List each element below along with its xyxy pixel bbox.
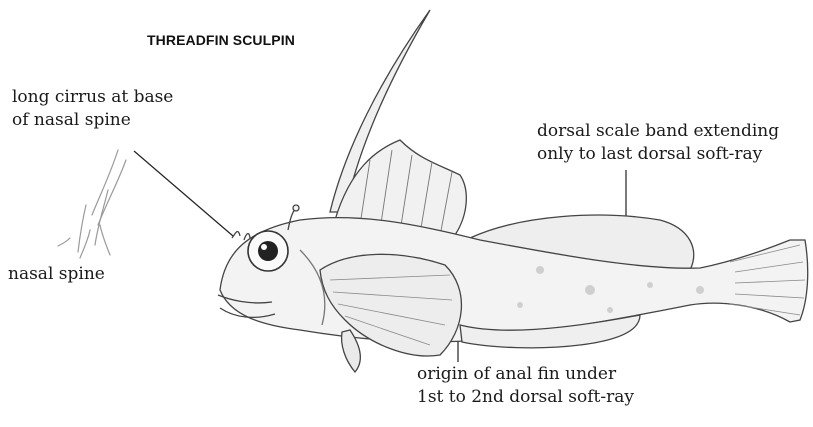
- label-line: origin of anal fin under: [417, 363, 634, 386]
- eye-pupil: [258, 241, 278, 261]
- label-line: long cirrus at base: [12, 86, 173, 109]
- label-line: dorsal scale band extending: [537, 120, 779, 143]
- label-anal-fin-origin: origin of anal fin under 1st to 2nd dors…: [417, 363, 634, 409]
- label-nasal-spine: nasal spine: [8, 263, 105, 286]
- label-line: nasal spine: [8, 263, 105, 286]
- diagram-title: THREADFIN SCULPIN: [147, 32, 295, 48]
- snout-spines: [232, 232, 250, 240]
- cirrus-leader: [134, 151, 233, 236]
- label-nasal-cirrus: long cirrus at base of nasal spine: [12, 86, 173, 132]
- fish-body: [218, 10, 808, 372]
- nasal-spine-inset: [58, 150, 126, 258]
- label-line: of nasal spine: [12, 109, 173, 132]
- eye-highlight: [261, 244, 267, 250]
- label-line: 1st to 2nd dorsal soft-ray: [417, 386, 634, 409]
- label-line: only to last dorsal soft-ray: [537, 143, 779, 166]
- label-dorsal-scale-band: dorsal scale band extending only to last…: [537, 120, 779, 166]
